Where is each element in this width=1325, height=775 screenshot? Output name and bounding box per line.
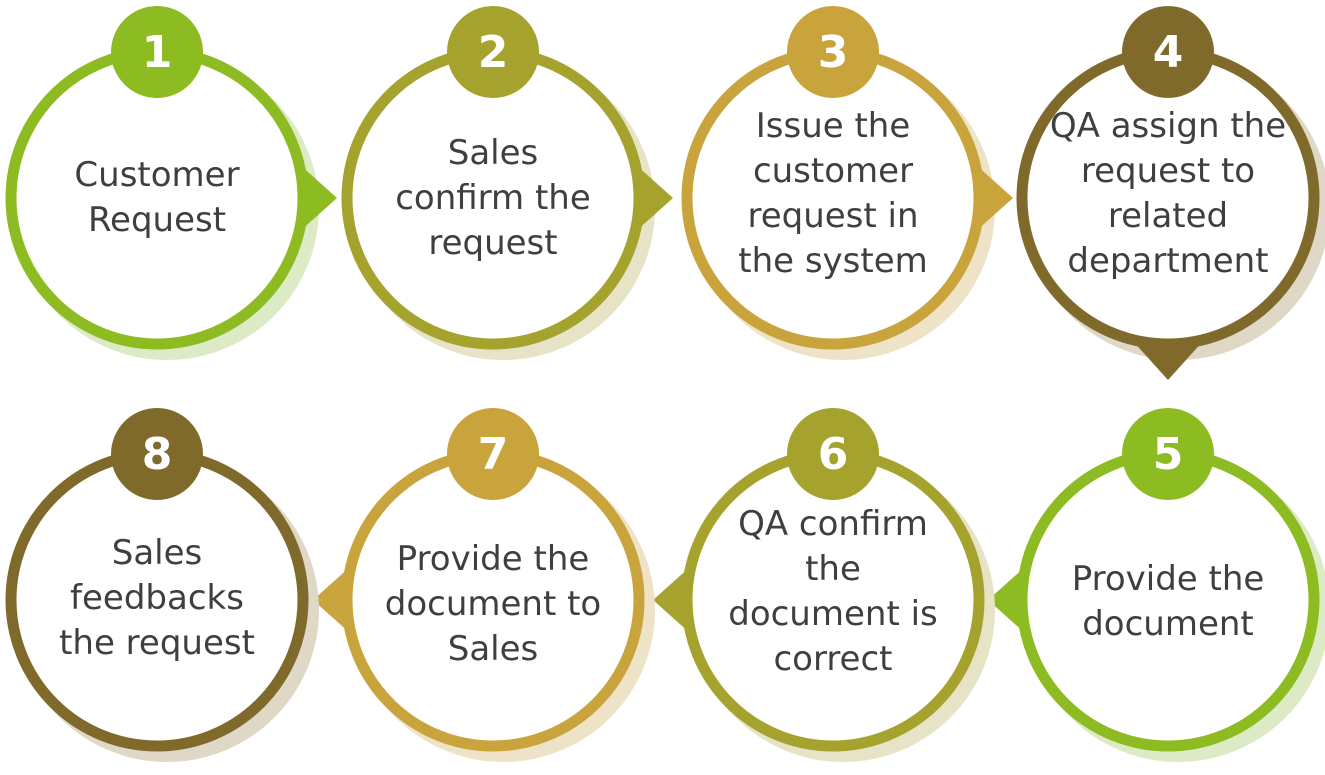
step-6-label: QA confirm the document is correct <box>703 482 963 702</box>
step-1-number: 1 <box>141 26 173 78</box>
step-2-badge <box>447 6 539 98</box>
arrow-4-down-icon <box>1132 340 1204 380</box>
arrow-1-right-icon <box>299 164 337 232</box>
step-2-number: 2 <box>477 26 509 78</box>
step-3-label-text: Issue the customer request in the system <box>738 106 928 281</box>
step-3-number: 3 <box>817 26 849 78</box>
step-4-label: QA assign the request to related departm… <box>1038 84 1298 304</box>
step-6-label-text: QA confirm the document is correct <box>728 504 938 679</box>
step-3-badge <box>787 6 879 98</box>
step-5-number: 5 <box>1152 428 1184 480</box>
step-1-label-text: Customer Request <box>74 155 240 240</box>
step-7-label: Provide the document to Sales <box>363 494 623 714</box>
step-3-label: Issue the customer request in the system <box>703 84 963 304</box>
step-4-label-text: QA assign the request to related departm… <box>1049 106 1287 281</box>
arrow-2-right-icon <box>635 164 673 232</box>
step-1-badge <box>111 6 203 98</box>
step-8-number: 8 <box>141 428 173 480</box>
step-5-badge <box>1122 408 1214 500</box>
step-1-label: Customer Request <box>27 88 287 308</box>
step-2-label: Sales confirm the request <box>363 88 623 308</box>
step-5-label: Provide the document <box>1038 492 1298 712</box>
step-8-label-text: Sales feedbacks the request <box>59 532 255 663</box>
step-7-label-text: Provide the document to Sales <box>384 538 602 669</box>
step-4-badge <box>1122 6 1214 98</box>
step-5-label-text: Provide the document <box>1071 559 1265 644</box>
step-6-badge <box>787 408 879 500</box>
step-8-badge <box>111 408 203 500</box>
arrow-3-right-icon <box>975 164 1013 232</box>
arrow-7-left-icon <box>313 566 351 634</box>
step-4-number: 4 <box>1152 26 1184 78</box>
step-7-badge <box>447 408 539 500</box>
arrow-6-left-icon <box>653 566 691 634</box>
step-2-label-text: Sales confirm the request <box>395 132 591 263</box>
step-8-label: Sales feedbacks the request <box>27 488 287 708</box>
step-6-number: 6 <box>817 428 849 480</box>
step-7-number: 7 <box>477 428 509 480</box>
arrow-5-left-icon <box>988 566 1026 634</box>
